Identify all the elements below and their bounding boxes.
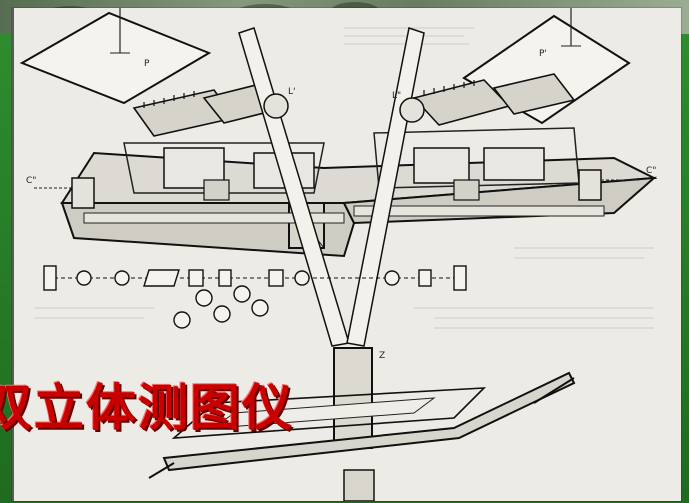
tracing-table: Z (148, 347, 576, 501)
optical-train (43, 265, 467, 329)
stereoplotter-figure: P P' (12, 8, 681, 501)
label-p-left: P (144, 59, 150, 69)
label-lens-right: L" (392, 91, 401, 101)
left-diapositive-plate: P (19, 8, 212, 105)
slide-caption: 双立体测图仪 (0, 379, 294, 437)
label-p-right: P' (539, 49, 547, 59)
label-lens-left: L' (288, 87, 296, 97)
stereoplotter-diagram: P P' (19, 8, 658, 501)
label-z: Z (379, 351, 385, 361)
optical-beams: L' L" (238, 27, 425, 347)
main-frame: C" C" (26, 127, 658, 258)
label-c-right: C" (646, 166, 656, 176)
label-c-left: C" (26, 176, 36, 186)
